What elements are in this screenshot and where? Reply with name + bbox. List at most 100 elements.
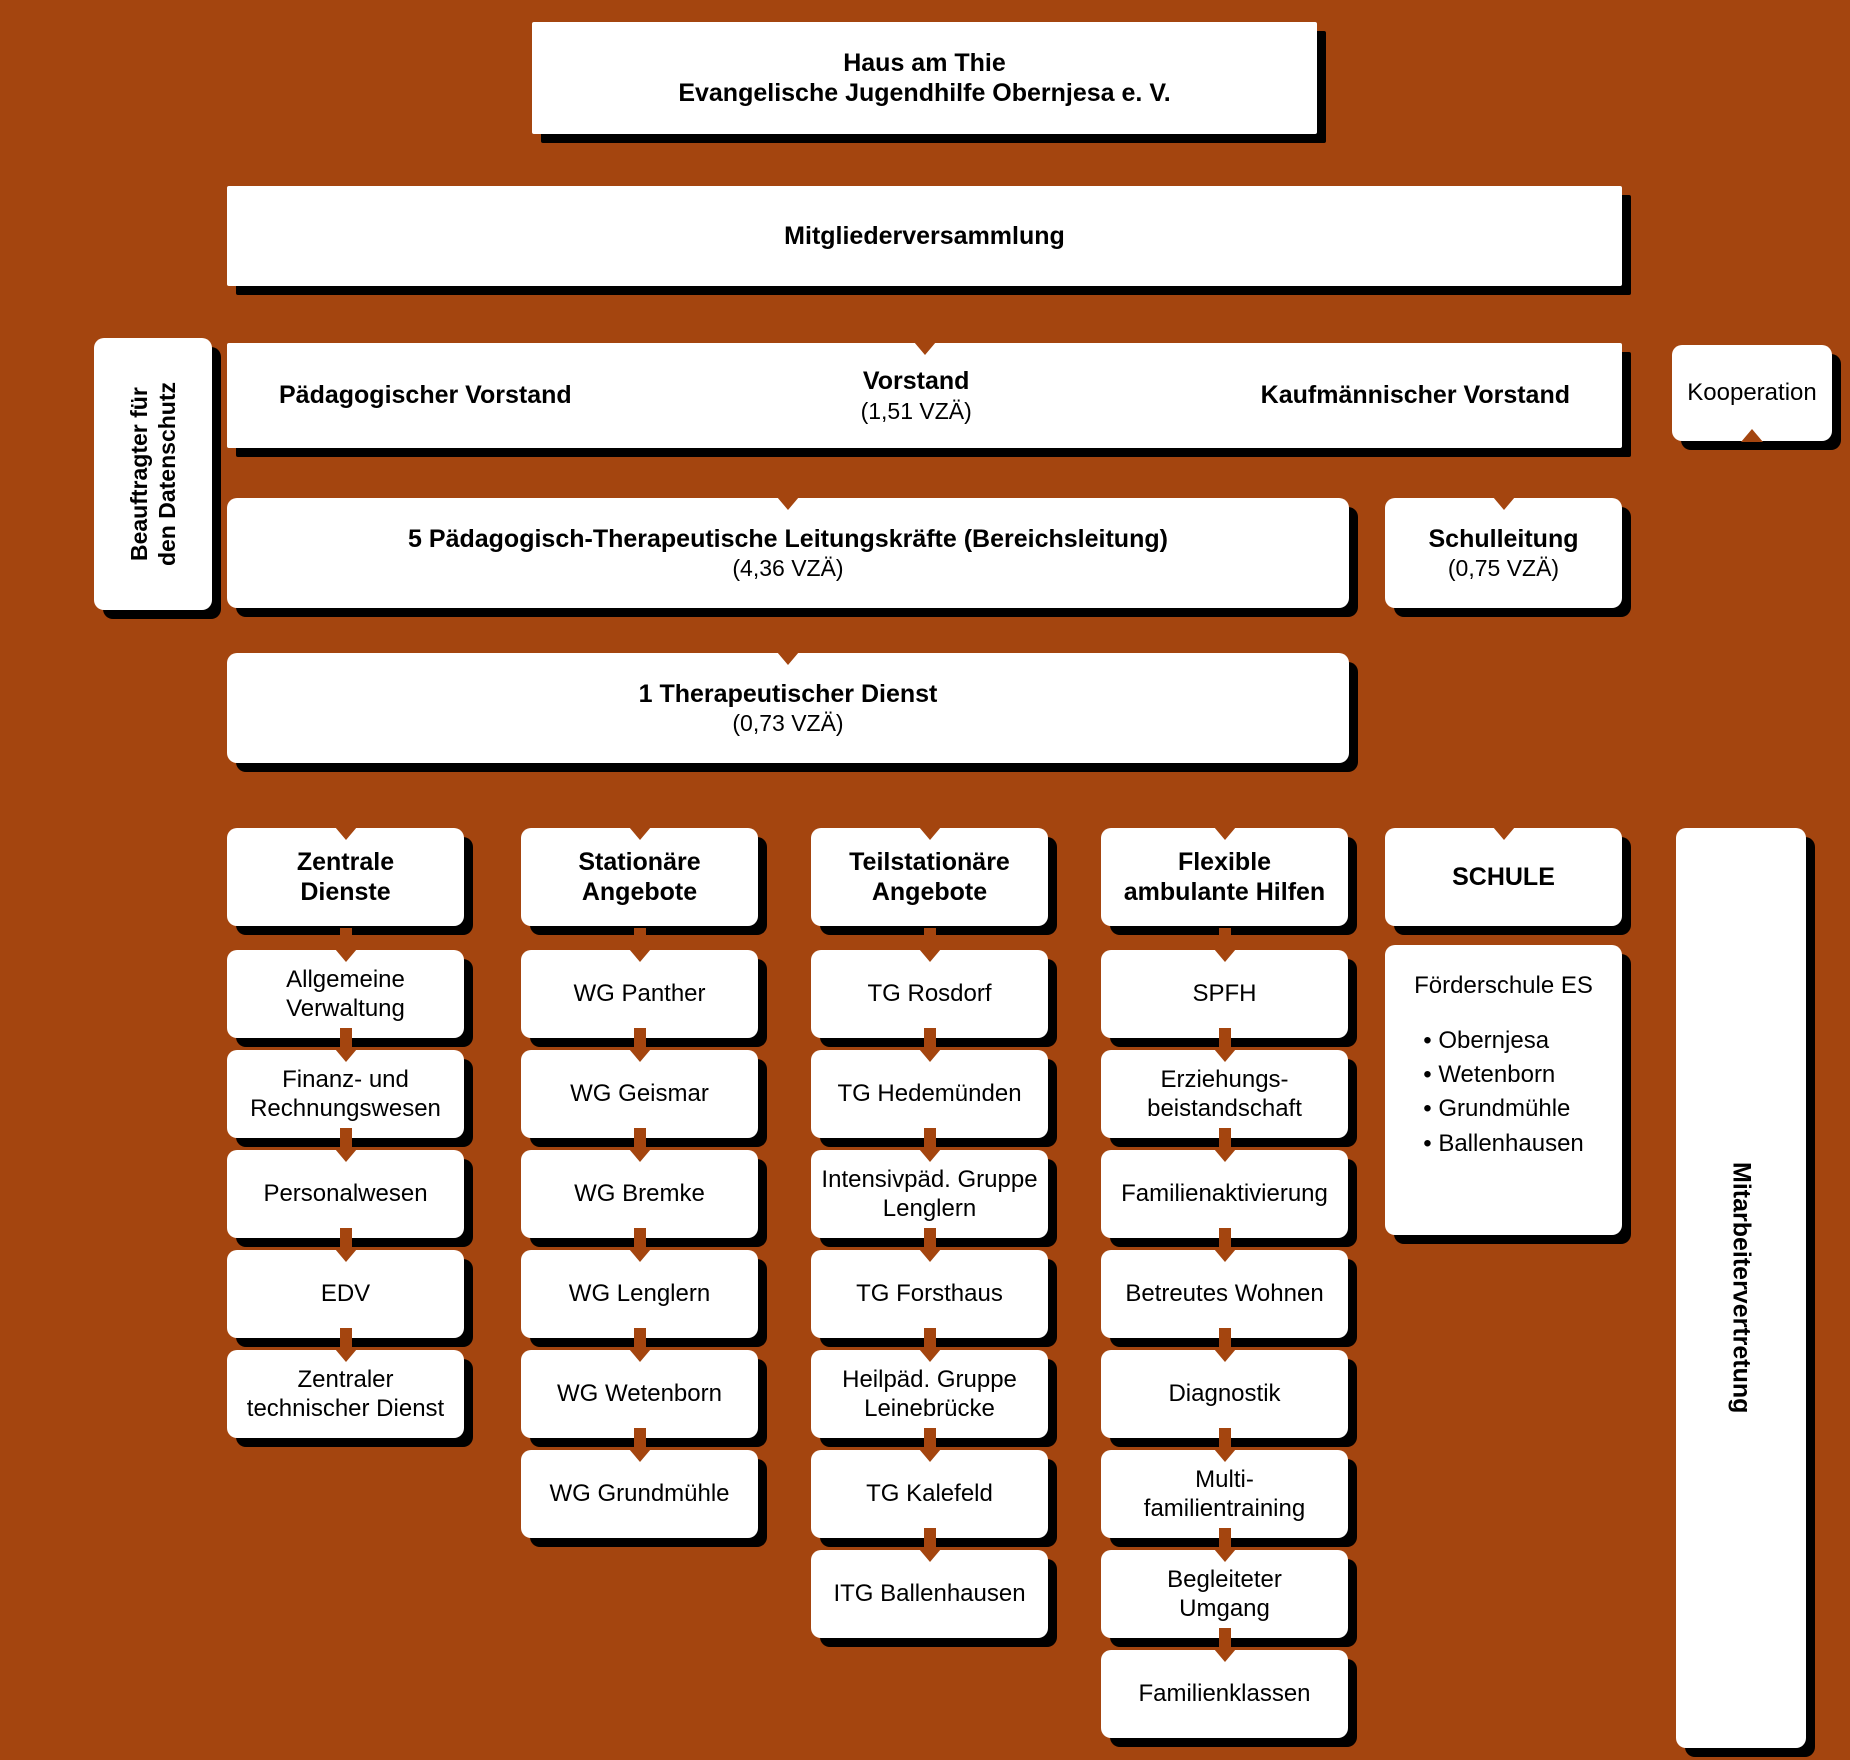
notch-icon (1213, 1449, 1236, 1462)
notch-icon (628, 949, 651, 962)
notch-icon (918, 1449, 941, 1462)
column-item-label: technischer Dienst (246, 1395, 445, 1422)
column-item-label: Intensivpäd. Gruppe (821, 1165, 1038, 1193)
school-management-box: Schulleitung (0,75 VZÄ) (1385, 497, 1622, 608)
cooperation-box: Kooperation (1672, 345, 1832, 442)
column-item-label: Diagnostik (1168, 1380, 1281, 1408)
column-item-label: TG Kalefeld (866, 1480, 993, 1508)
column-item: TG Hedemünden (811, 1049, 1048, 1138)
connector-stub (633, 928, 646, 954)
connector-stub (633, 1328, 646, 1354)
notch-icon (918, 1249, 941, 1262)
column-item-label: familientraining (1143, 1495, 1306, 1522)
column-item: Familienklassen (1101, 1649, 1348, 1738)
school-management-fte: (0,75 VZÄ) (1447, 555, 1560, 582)
notch-icon (918, 1149, 941, 1162)
connector-stub (923, 1428, 936, 1454)
column-item-label: Erziehungs- (1160, 1065, 1289, 1093)
column-item-label: beistandschaft (1147, 1095, 1302, 1122)
column-item-label: ITG Ballenhausen (833, 1580, 1026, 1608)
column-item-label: Zentraler (297, 1365, 394, 1393)
column-item-label: WG Wetenborn (557, 1380, 722, 1408)
special-school-box: Förderschule ES ObernjesaWetenbornGrundm… (1385, 945, 1622, 1235)
column-header-line: Angebote (581, 878, 698, 906)
column-item: WG Bremke (521, 1149, 758, 1238)
notch-icon (918, 949, 941, 962)
therapeutic-service-fte: (0,73 VZÄ) (732, 710, 844, 737)
column-item-label: Leinebrücke (864, 1395, 995, 1422)
column-item-label: Personalwesen (263, 1180, 428, 1208)
column-item-label: Umgang (1179, 1595, 1270, 1622)
notch-icon (1213, 1149, 1236, 1162)
connector-stub (633, 1028, 646, 1054)
column-item-label: TG Forsthaus (856, 1280, 1003, 1308)
connector-stub (1218, 1428, 1231, 1454)
column-header-5: SCHULE (1385, 827, 1622, 926)
column-header-line: SCHULE (1452, 862, 1555, 891)
board-box: Pädagogischer Vorstand Vorstand (1,51 VZ… (227, 342, 1622, 448)
connector-stub (1218, 1128, 1231, 1154)
column-item-label: WG Geismar (570, 1080, 709, 1108)
connector-stub (923, 1128, 936, 1154)
column-item-label: Lenglern (882, 1195, 977, 1222)
data-protection-officer-label: Beauftragter für den Datenschutz (125, 381, 180, 567)
board-title: Vorstand (862, 367, 970, 396)
column-header-line: Flexible (1177, 847, 1272, 876)
notch-icon (334, 1349, 357, 1362)
notch-icon (777, 497, 799, 510)
connector-stub (339, 1228, 352, 1254)
column-item-label: WG Panther (573, 980, 706, 1008)
column-item-label: Heilpäd. Gruppe (842, 1365, 1017, 1393)
column-item: WG Wetenborn (521, 1349, 758, 1438)
notch-icon (1492, 497, 1515, 510)
school-management-title: Schulleitung (1428, 524, 1579, 553)
therapeutic-service-box: 1 Therapeutischer Dienst (0,73 VZÄ) (227, 652, 1349, 763)
commercial-board-label: Kaufmännischer Vorstand (1260, 381, 1570, 410)
notch-icon (918, 1549, 941, 1562)
notch-icon (1213, 1049, 1236, 1062)
notch-icon (1213, 827, 1236, 840)
notch-icon (918, 1049, 941, 1062)
column-header-line: ambulante Hilfen (1123, 878, 1326, 906)
column-item-label: Betreutes Wohnen (1125, 1280, 1324, 1308)
connector-stub (1218, 1628, 1231, 1654)
column-item-label: Multi- (1195, 1465, 1254, 1493)
notch-icon (1213, 1649, 1236, 1662)
column-item: Multi-familientraining (1101, 1449, 1348, 1538)
column-item: TG Forsthaus (811, 1249, 1048, 1338)
special-school-location: Wetenborn (1423, 1058, 1584, 1092)
special-school-location: Ballenhausen (1423, 1127, 1583, 1161)
connector-stub (339, 1028, 352, 1054)
column-header-line: Stationäre (578, 847, 701, 876)
notch-icon (334, 827, 357, 840)
notch-icon (918, 1349, 941, 1362)
notch-icon (1213, 1249, 1236, 1262)
notch-icon (628, 1249, 651, 1262)
column-header-line: Teilstationäre (849, 847, 1010, 876)
column-item: WG Panther (521, 949, 758, 1038)
column-item-label: TG Rosdorf (867, 980, 992, 1008)
connector-stub (339, 928, 352, 954)
organization-title-box: Haus am Thie Evangelische Jugendhilfe Ob… (532, 22, 1317, 134)
special-school-locations: ObernjesaWetenbornGrundmühleBallenhausen (1423, 1024, 1584, 1161)
connector-stub (1218, 1228, 1231, 1254)
notch-icon (913, 342, 936, 355)
notch-icon (628, 1049, 651, 1062)
connector-stub (633, 1428, 646, 1454)
notch-icon (628, 827, 651, 840)
leadership-title: 5 Pädagogisch-Therapeutische Leitungskrä… (408, 524, 1168, 553)
connector-stub (923, 1228, 936, 1254)
column-item: WG Grundmühle (521, 1449, 758, 1538)
column-item: SPFH (1101, 949, 1348, 1038)
column-item: WG Lenglern (521, 1249, 758, 1338)
special-school-location: Grundmühle (1423, 1092, 1584, 1126)
column-item: Familienaktivierung (1101, 1149, 1348, 1238)
column-item-label: TG Hedemünden (837, 1080, 1022, 1108)
notch-icon (1213, 1349, 1236, 1362)
org-title-line2: Evangelische Jugendhilfe Obernjesa e. V. (678, 79, 1171, 107)
